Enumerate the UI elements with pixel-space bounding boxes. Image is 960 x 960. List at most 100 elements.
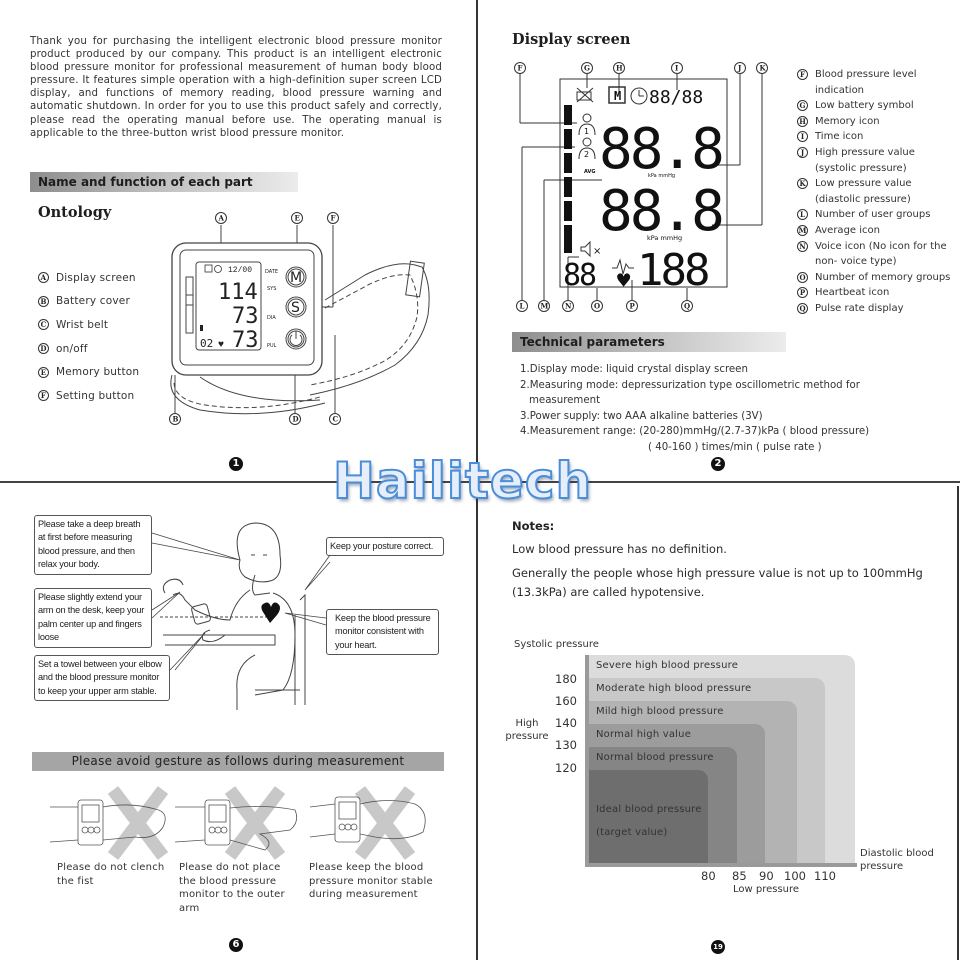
svg-text:I: I xyxy=(675,64,678,73)
svg-text:88/88: 88/88 xyxy=(649,87,703,108)
ontology-title: Ontology xyxy=(38,204,112,221)
legend-label: Low battery symbol xyxy=(815,100,914,112)
y-tick: 160 xyxy=(555,694,577,708)
letter-badge-icon: I xyxy=(797,131,808,143)
letter-badge-icon: G xyxy=(797,100,808,112)
y-axis-line xyxy=(585,655,589,866)
gesture-unstable xyxy=(309,786,426,860)
technical-parameters-list: 1.Display mode: liquid crystal display s… xyxy=(520,362,869,455)
tech-item: 1.Display mode: liquid crystal display s… xyxy=(520,364,748,375)
x-tick: 110 xyxy=(814,869,836,883)
letter-badge-icon: N xyxy=(797,240,808,252)
svg-text:PUL: PUL xyxy=(267,343,277,349)
svg-text:O: O xyxy=(594,302,600,311)
tech-item-continued: measurement xyxy=(529,395,601,406)
x-tick: 90 xyxy=(759,869,774,883)
gesture-caption-outer-arm: Please do not place the blood pressure m… xyxy=(179,862,285,914)
callout-deep-breath: Please take a deep breath at first befor… xyxy=(34,515,152,575)
legend-label: Number of memory groups xyxy=(815,271,951,283)
svg-text:SYS: SYS xyxy=(267,286,276,292)
lcd-memory-icon: M xyxy=(614,89,621,103)
legend-label: Pulse rate display xyxy=(815,302,904,314)
callout-extend-arm: Please slightly extend your arm on the d… xyxy=(34,588,152,648)
svg-text:M: M xyxy=(290,270,302,286)
tech-item: 4.Measurement range: (20-280)mmHg/(2.7-3… xyxy=(520,426,870,437)
svg-text:kPa mmHg: kPa mmHg xyxy=(647,234,682,242)
svg-text:C: C xyxy=(333,415,339,424)
page-divider-horizontal xyxy=(0,481,960,483)
bp-classification-chart: Severe high blood pressure Moderate high… xyxy=(585,655,857,867)
page-number-badge: 6 xyxy=(229,938,243,952)
band-label: Moderate high blood pressure xyxy=(596,683,752,694)
part-label: Memory button xyxy=(56,366,140,379)
page-number-badge: 1 xyxy=(229,457,243,471)
legend-item: I Time icon xyxy=(797,129,957,145)
page-edge-right xyxy=(957,486,959,960)
letter-badge-icon: B xyxy=(38,295,49,307)
tech-item-continued: ( 40-160 ) times/min ( pulse rate ) xyxy=(648,441,822,453)
svg-text:114: 114 xyxy=(218,280,258,305)
legend-label: Time icon xyxy=(815,131,864,143)
svg-text:×: × xyxy=(593,246,601,257)
svg-text:188: 188 xyxy=(637,245,708,296)
svg-text:N: N xyxy=(565,302,572,311)
svg-text:F: F xyxy=(331,214,336,223)
page-divider-vertical xyxy=(476,0,478,960)
svg-text:♥: ♥ xyxy=(218,340,224,351)
band-label: Normal blood pressure xyxy=(596,752,714,763)
legend-label: Heartbeat icon xyxy=(815,287,890,299)
letter-badge-icon: F xyxy=(38,390,49,402)
svg-text:02: 02 xyxy=(200,337,213,350)
notes-title: Notes: xyxy=(512,519,555,533)
svg-text:J: J xyxy=(737,64,742,73)
part-label: Wrist belt xyxy=(56,318,109,331)
part-item: B Battery cover xyxy=(38,290,139,314)
chart-x-label: Low pressure xyxy=(733,884,800,895)
callout-pointers xyxy=(151,532,331,671)
svg-text:1: 1 xyxy=(584,127,589,136)
svg-text:2: 2 xyxy=(584,150,589,159)
tech-item: 2.Measuring mode: depressurization type … xyxy=(520,379,860,391)
svg-text:kPa mmHg: kPa mmHg xyxy=(648,173,675,179)
legend-label: Blood pressure level indication xyxy=(815,69,917,96)
letter-badge-icon: O xyxy=(797,271,808,283)
gesture-outer-arm xyxy=(174,786,298,860)
band-ideal xyxy=(588,770,708,863)
x-tick: 100 xyxy=(784,869,806,883)
letter-badge-icon: K xyxy=(797,178,808,190)
svg-text:K: K xyxy=(760,64,767,73)
part-label: Battery cover xyxy=(56,295,130,308)
band-label: Mild high blood pressure xyxy=(596,706,724,717)
letter-badge-icon: H xyxy=(797,115,808,127)
manual-page-2: Display screen xyxy=(477,0,960,481)
svg-text:73: 73 xyxy=(232,304,259,329)
svg-text:F: F xyxy=(518,64,523,73)
svg-text:B: B xyxy=(173,415,179,424)
device-time: 12/00 xyxy=(228,266,252,275)
letter-badge-icon: D xyxy=(38,343,49,355)
letter-badge-icon: F xyxy=(797,69,808,80)
legend-label: Voice icon (No icon for the non- voice t… xyxy=(815,240,947,268)
svg-text:73: 73 xyxy=(232,328,259,353)
x-axis-line xyxy=(585,863,857,867)
legend-item: N Voice icon (No icon for the non- voice … xyxy=(797,239,957,270)
svg-text:88: 88 xyxy=(563,258,596,293)
svg-text:H: H xyxy=(616,64,623,73)
letter-badge-icon: M xyxy=(797,224,808,236)
svg-text:D: D xyxy=(293,415,299,424)
svg-text:AVG: AVG xyxy=(584,169,596,175)
svg-text:M: M xyxy=(541,302,549,311)
svg-text:88.8: 88.8 xyxy=(599,117,722,182)
svg-text:L: L xyxy=(520,302,525,311)
intro-paragraph: Thank you for purchasing the intelligent… xyxy=(30,36,442,139)
display-screen-title: Display screen xyxy=(512,31,631,48)
section-header-technical: Technical parameters xyxy=(512,332,786,352)
callout-heart-level: Keep the blood pressure monitor consiste… xyxy=(326,609,439,656)
callout-posture: Keep your posture correct. xyxy=(326,537,444,557)
brand-watermark: Hailitech xyxy=(332,451,593,511)
